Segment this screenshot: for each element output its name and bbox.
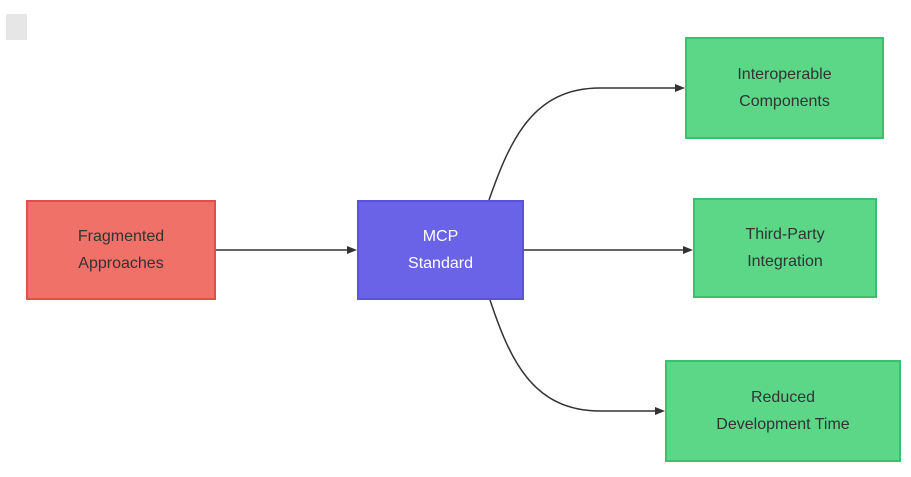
edge-mcp-to-interoperable	[488, 84, 685, 201]
node-interoperable-components: Interoperable Components	[685, 37, 884, 139]
node-label-line: Interoperable	[737, 66, 832, 83]
node-reduced-development-time: Reduced Development Time	[665, 360, 901, 462]
node-label-line: Reduced	[750, 389, 816, 406]
node-label-line: Integration	[747, 253, 823, 270]
edge-mcp-to-reduced	[489, 299, 665, 415]
node-third-party-integration: Third-Party Integration	[693, 198, 877, 298]
node-label-line: Development Time	[716, 416, 850, 433]
node-mcp-standard: MCP Standard	[357, 200, 524, 300]
node-label-line: Fragmented	[77, 228, 165, 245]
node-label-line: Third-Party	[745, 226, 825, 243]
node-fragmented-approaches: Fragmented Approaches	[26, 200, 216, 300]
node-label-line: Standard	[408, 255, 473, 272]
node-label-line: MCP	[422, 228, 459, 245]
node-label-line: Approaches	[78, 255, 164, 272]
node-label-line: Components	[739, 93, 830, 110]
corner-placeholder-swatch	[6, 14, 27, 40]
